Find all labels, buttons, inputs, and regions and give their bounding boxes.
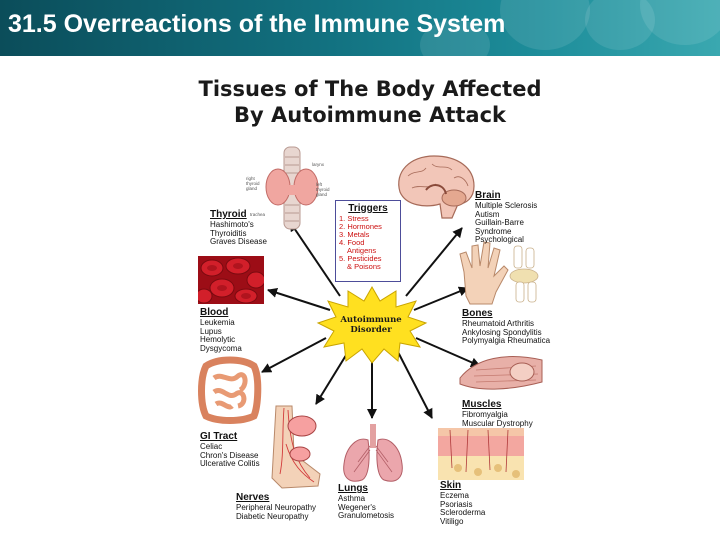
figure-title: Tissues of The Body Affected By Autoimmu… [190,76,550,128]
group-bones: Bones Rheumatoid Arthritis Ankylosing Sp… [462,308,550,346]
muscles-item: Fibromyalgia [462,410,508,419]
group-nerves: Nerves Peripheral Neuropathy Diabetic Ne… [236,492,316,521]
slide-title: 31.5 Overreactions of the Immune System [8,10,506,38]
group-blood: Blood Leukemia Lupus Hemolytic Dysgycoma [200,307,242,353]
center-line1: Autoimmune [340,315,402,325]
trigger-item: 2. Hormones [339,222,382,231]
thyroid-item: Graves Disease [210,237,267,246]
nerves-heading: Nerves [236,492,270,503]
arrow-nerves [315,351,349,405]
gi-tract-illustration [198,356,262,424]
bones-item: Polymyalgia Rheumatica [462,336,551,345]
nerves-item: Peripheral Neuropathy [236,503,317,512]
autoimmune-starburst [316,285,428,364]
thyroid-item: Thyroiditis [210,228,247,238]
blood-item: Lupus [200,326,222,336]
brain-item: Autism [475,209,500,219]
blood-cells-illustration [198,256,264,304]
skin-item: Vitiligo [440,516,464,526]
brain-item: Guillain-Barre [475,218,524,227]
hand-bones-illustration [459,241,539,305]
group-lungs: Lungs Asthma Wegener's Granulometosis [338,483,394,521]
triggers-heading: Triggers [348,203,388,214]
center-line2: Disorder [350,325,392,335]
gi-item: Chron's Disease [200,450,259,460]
group-skin: Skin Eczema Psoriasis Scleroderma Vitili… [440,480,485,526]
lungs-item: Granulometosis [338,511,395,520]
blood-item: Leukemia [200,318,235,327]
brain-item: Syndrome [475,226,512,236]
nerves-item: Diabetic Neuropathy [236,511,309,521]
label-trachea: trachea [250,212,266,217]
arrow-gi [261,337,327,373]
skin-illustration [438,428,524,480]
skin-item: Psoriasis [440,499,473,509]
slide-header: 31.5 Overreactions of the Immune System [0,0,720,56]
arrow-thyroid [289,221,341,297]
lungs-item: Wegener's [338,502,376,512]
brain-item: Multiple Sclerosis [475,201,538,210]
arrow-brain [405,227,463,297]
arrow-blood [267,288,331,311]
trigger-item: Antigens [347,246,377,255]
muscles-heading: Muscles [462,399,502,410]
group-thyroid: Thyroid Hashimoto's Thyroiditis Graves D… [210,209,267,247]
figure-title-line1: Tissues of The Body Affected [198,77,542,101]
skin-item: Scleroderma [440,508,486,517]
blood-item: Hemolytic [200,335,236,344]
brain-illustration [398,155,475,219]
gi-item: Celiac [200,442,223,451]
trigger-item: 5. Pesticides [339,254,382,263]
gi-item: Ulcerative Colitis [200,459,260,468]
figure-title-line2: By Autoimmune Attack [233,103,506,127]
skin-heading: Skin [440,480,462,491]
muscle-illustration [459,356,543,390]
triggers-box: Triggers 1. Stress 2. Hormones 3. Metals… [335,200,401,282]
bones-heading: Bones [462,308,493,319]
skin-item: Eczema [440,491,469,500]
thyroid-item: Hashimoto's [210,220,254,229]
trigger-item: & Poisons [347,262,381,271]
group-brain: Brain Multiple Sclerosis Autism Guillain… [475,190,537,245]
trigger-item: 3. Metals [339,230,370,239]
bones-item: Rheumatoid Arthritis [462,319,535,328]
brain-item: Psychological [475,235,524,244]
label-right-thyroid: right thyroid gland [246,176,260,191]
muscles-item: Muscular Dystrophy [462,418,533,428]
lungs-item: Asthma [338,494,366,503]
blood-heading: Blood [200,307,229,318]
thyroid-heading: Thyroid [210,209,247,220]
label-larynx: larynx [312,162,325,167]
center-label: Autoimmune Disorder [333,315,409,335]
arrow-bones [413,286,469,311]
group-muscles: Muscles Fibromyalgia Muscular Dystrophy [462,399,533,428]
foot-nerves-illustration [271,405,321,489]
lungs-heading: Lungs [338,483,368,494]
lungs-illustration [343,424,403,482]
group-gi-tract: GI Tract Celiac Chron's Disease Ulcerati… [200,431,260,469]
thyroid-illustration [265,146,319,230]
arrow-skin [397,351,433,419]
bones-item: Ankylosing Spondylitis [462,327,542,337]
trigger-item: 1. Stress [339,214,369,223]
gi-heading: GI Tract [200,431,238,442]
label-left-thyroid: left thyroid gland [316,182,330,197]
arrow-muscles [415,337,481,367]
brain-heading: Brain [475,190,501,201]
trigger-item: 4. Food [339,238,365,247]
blood-item: Dysgycoma [200,343,242,353]
